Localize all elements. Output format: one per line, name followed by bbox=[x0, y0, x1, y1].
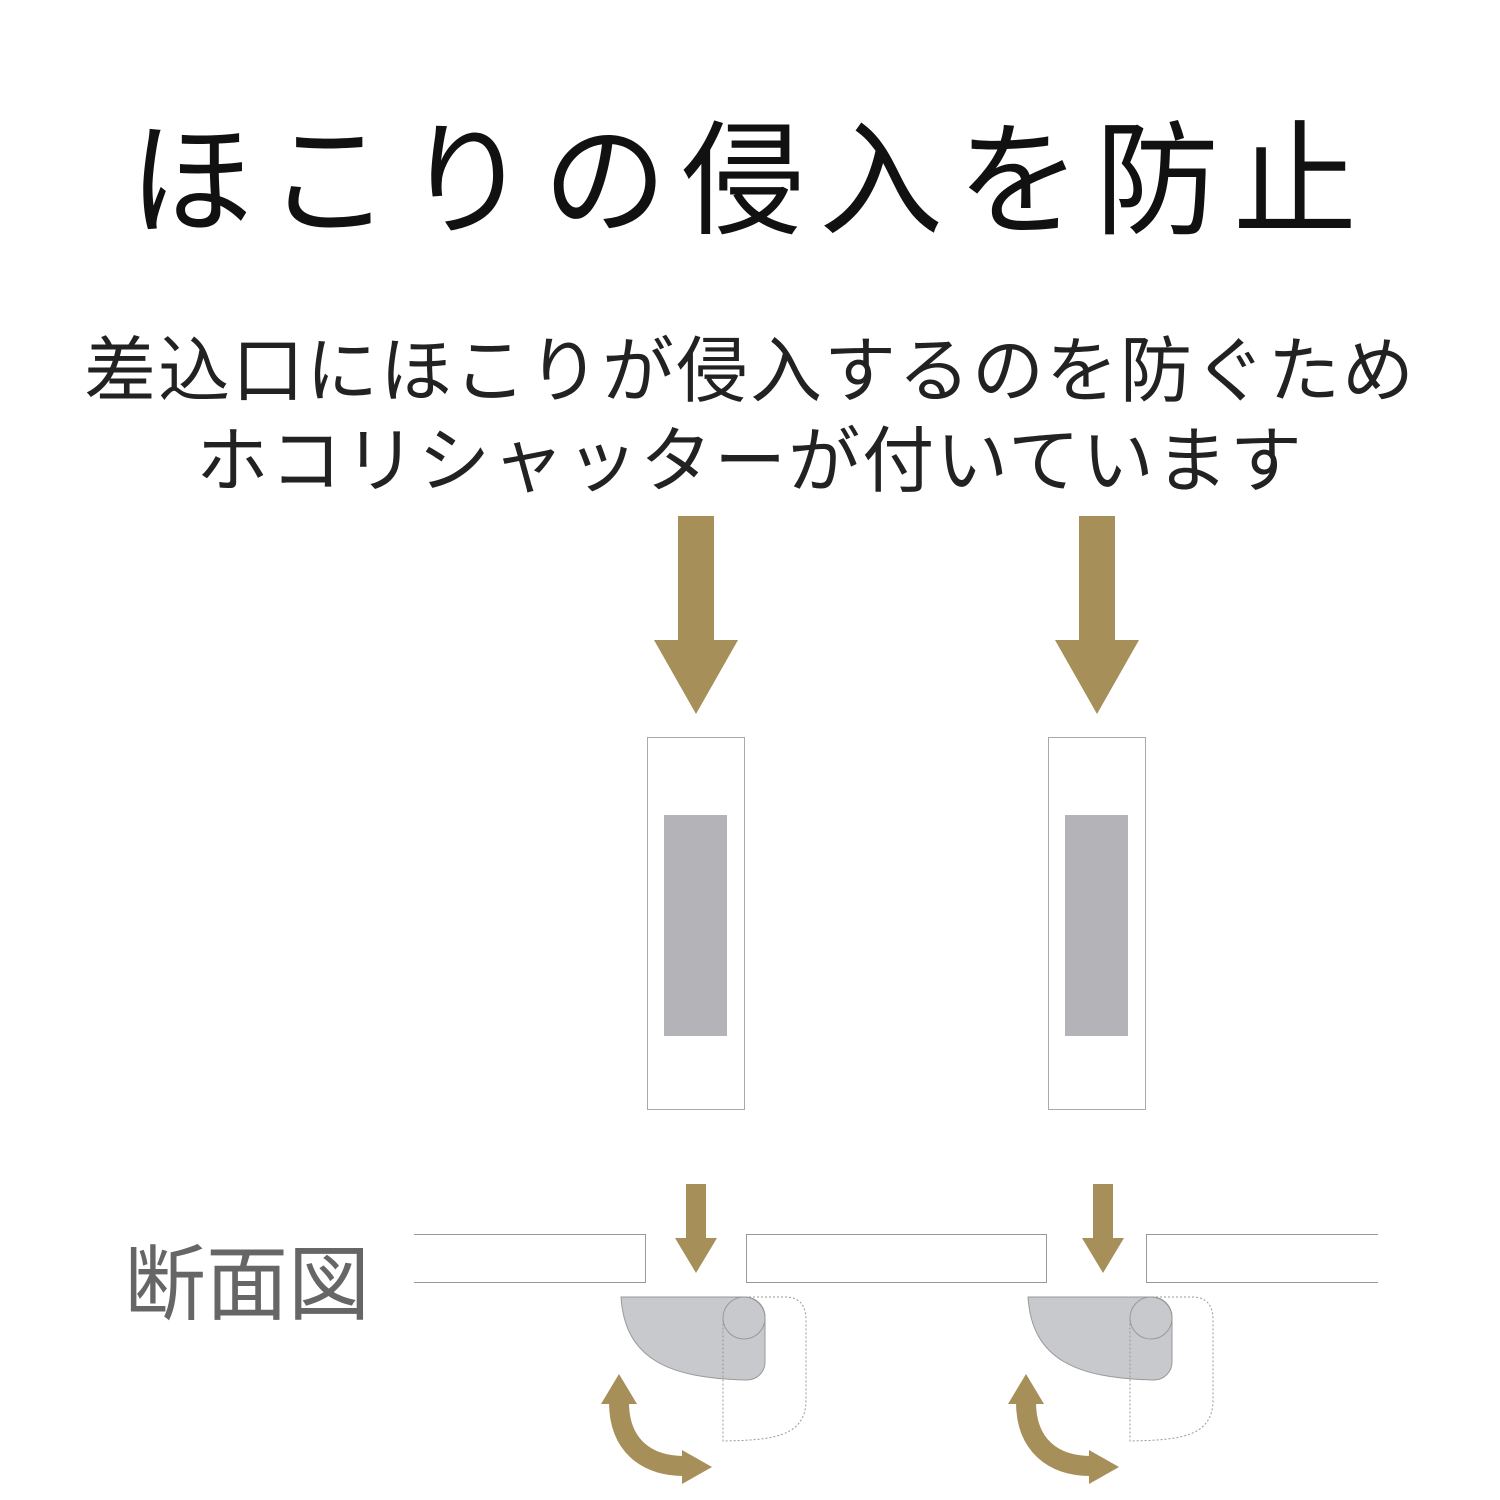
cross-section-label: 断面図 bbox=[124, 1238, 371, 1333]
description-line-1: 差込口にほこりが侵入するのを防ぐため bbox=[83, 329, 1416, 413]
panel-bars bbox=[414, 1234, 1378, 1283]
outlet-left bbox=[647, 515, 745, 1110]
shutter-right bbox=[1008, 1184, 1213, 1484]
outlet-right bbox=[1048, 515, 1146, 1110]
page-title: ほこりの侵入を防止 bbox=[128, 110, 1371, 254]
shutter-left bbox=[601, 1184, 806, 1484]
description-line-2: ホコリシャッターが付いています bbox=[196, 419, 1304, 503]
